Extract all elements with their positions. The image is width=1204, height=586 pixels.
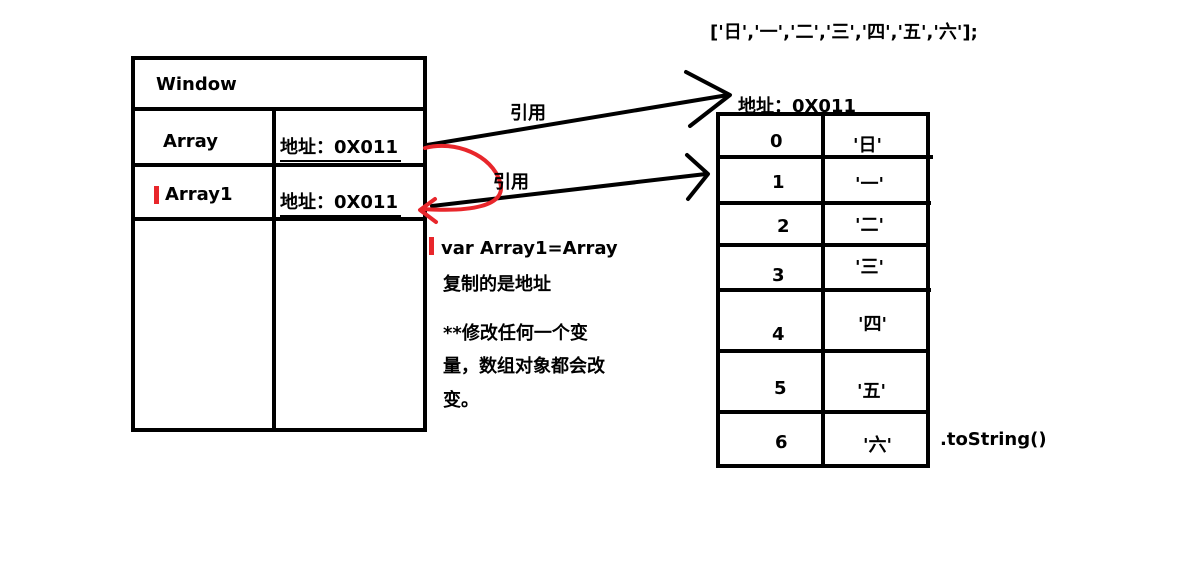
window-box-outline [131,56,427,432]
note-line-1: **修改任何一个变 [443,323,588,344]
copy-arrow-head [418,197,438,224]
reference-label-2: 引用 [493,172,529,193]
heap-index: 2 [777,216,790,237]
heap-value: '四' [858,314,888,335]
assignment-code: var Array1=Array [441,238,618,259]
variable-value-array: 地址：0X011 [280,133,401,162]
window-title: Window [156,74,237,95]
heap-index: 5 [774,378,787,399]
heap-value: '六' [863,435,893,456]
reference-arrow-1 [425,93,730,147]
note-line-3: 变。 [443,390,479,411]
note-marker [429,237,434,255]
variable-value-array1: 地址：0X011 [280,188,401,217]
heap-value: '二' [855,215,885,236]
heap-value: '一' [855,174,885,195]
variable-name-array: Array [163,131,219,152]
note-line-2: 量，数组对象都会改 [443,356,605,377]
reference-label-1: 引用 [510,103,546,124]
copy-arrow [421,143,503,212]
variable-name-array1: Array1 [165,184,233,205]
heap-index: 3 [772,265,785,286]
reference-arrow-2 [430,172,708,208]
heap-address: 地址：0X011 [738,96,856,117]
array1-marker [154,186,159,204]
tostring-label: .toString() [940,429,1047,450]
heap-value: '日' [853,135,883,156]
heap-index: 0 [770,131,783,152]
heap-index: 1 [772,172,785,193]
heap-index: 4 [772,324,785,345]
reference-arrow-2-head [685,153,710,201]
array-literal: ['日','一','二','三','四','五','六']; [710,22,978,43]
heap-index: 6 [775,432,788,453]
note-copy-address: 复制的是地址 [443,274,551,295]
heap-value: '五' [857,381,887,402]
reference-arrow-1-head [684,70,732,128]
heap-value: '三' [855,257,885,278]
